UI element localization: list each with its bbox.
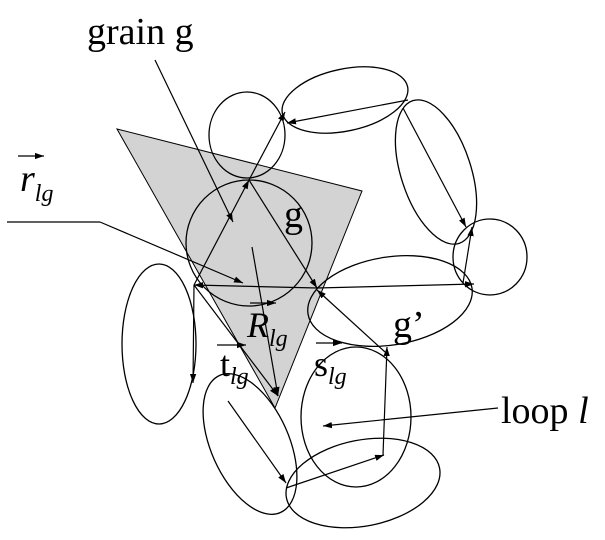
loop-word: loop: [501, 390, 578, 432]
edge-top-arrow: [248, 111, 286, 181]
s-sub: lg: [328, 364, 347, 390]
edge-center-horizontal-arrow: [193, 282, 318, 289]
edge-bottom-arrow: [285, 454, 385, 489]
grain-left-long: [121, 263, 197, 425]
grain-top: [281, 66, 409, 134]
edge-upper-arrow: [286, 99, 409, 125]
loop-l-label: loop l: [501, 390, 589, 432]
R-main: R: [246, 305, 269, 345]
r-lg-label: rlg: [20, 158, 53, 207]
grain-g-prime: [307, 254, 473, 348]
t-main: t: [220, 344, 230, 384]
grain-right-long: [394, 99, 478, 245]
loop-pointer-arrow: [322, 407, 499, 429]
edge-lower-right-up-arrow: [382, 346, 390, 456]
g-prime-label: g’: [393, 304, 425, 346]
s-lg-label: slg: [314, 344, 347, 390]
s-main: s: [314, 344, 328, 384]
edge-gprime-lower-arrow: [316, 289, 386, 353]
g-label: g: [284, 194, 303, 236]
grain-upper-left: [208, 91, 286, 179]
R-lg-label: Rlg: [246, 305, 288, 352]
grain-bottom: [285, 437, 441, 529]
edge-lower-left-arrow: [227, 400, 287, 484]
shaded-triangle: [115, 128, 363, 410]
r-sub: lg: [35, 181, 54, 207]
grain-lower-left: [202, 373, 298, 515]
edge-left-diagonal-arrow: [193, 179, 250, 286]
t-lg-label: tlg: [220, 344, 249, 390]
R-sub: lg: [269, 326, 288, 352]
edge-inner-down-arrow: [193, 284, 279, 397]
loop-l-var: l: [578, 390, 589, 432]
edge-left-down-arrow: [189, 284, 197, 384]
grain-g-pointer-arrow: [154, 59, 234, 223]
grain-right-small: [452, 218, 528, 296]
edge-gprime-horizontal-arrow: [316, 281, 475, 289]
R-vector-arrow: [251, 246, 280, 397]
r-main: r: [20, 158, 35, 200]
grain-g-label: grain g: [87, 11, 194, 53]
r-vector-arrow: [99, 221, 244, 284]
edge-right-down-arrow: [402, 107, 467, 228]
t-sub: lg: [230, 364, 249, 390]
edge-right-up-arrow: [462, 226, 474, 284]
edge-g-to-gprime-arrow: [248, 179, 318, 289]
